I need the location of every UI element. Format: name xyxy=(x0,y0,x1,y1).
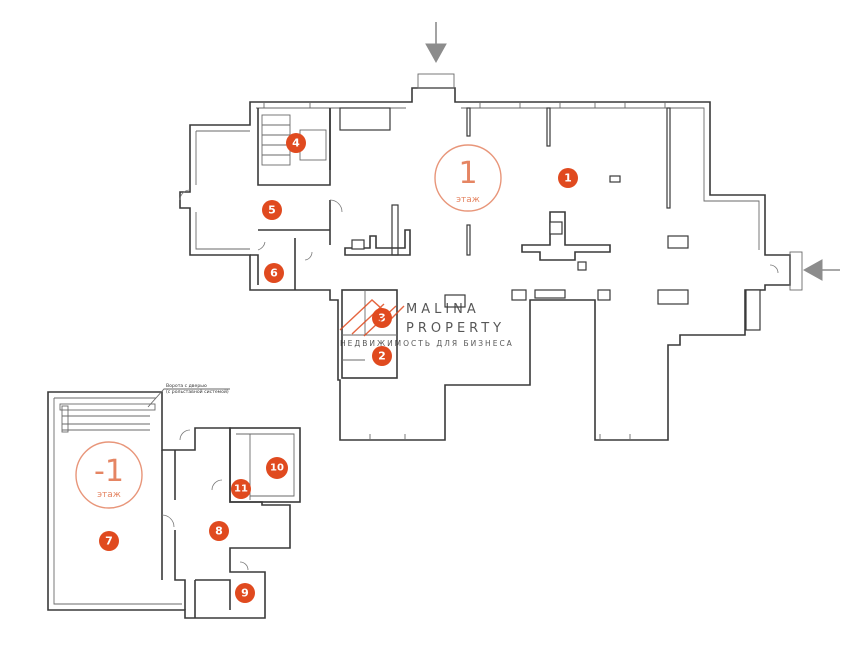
room-number: 1 xyxy=(564,172,572,185)
room-number: 11 xyxy=(234,484,248,495)
room-badge-5: 5 xyxy=(262,200,282,220)
watermark-name-line-2: PROPERTY xyxy=(406,321,505,336)
room-badge-2: 2 xyxy=(372,346,392,366)
watermark-tagline: НЕДВИЖИМОСТЬ ДЛЯ БИЗНЕСА xyxy=(340,339,514,348)
floor-label-minus1-number: -1 xyxy=(94,454,124,489)
room-number: 8 xyxy=(215,525,223,538)
room-badge-9: 9 xyxy=(235,583,255,603)
watermark-logo-mark xyxy=(339,299,405,337)
room-badge-11: 11 xyxy=(231,479,251,499)
watermark-name-line-1: MALINA xyxy=(406,302,480,317)
room-number: 10 xyxy=(270,463,284,474)
room-number: 7 xyxy=(105,535,113,548)
room-badge-10: 10 xyxy=(266,457,288,479)
floor-1-walls xyxy=(179,73,803,441)
room-badge-7: 7 xyxy=(99,531,119,551)
floor-label-minus1: -1 этаж xyxy=(75,441,143,509)
room-number: 6 xyxy=(270,267,278,280)
room-badge-4: 4 xyxy=(286,133,306,153)
entrance-arrow-east xyxy=(802,259,840,281)
gate-note: Ворота с дверью (с рольставной системой) xyxy=(147,383,230,408)
floor-label-1: 1 этаж xyxy=(434,144,502,212)
room-badge-8: 8 xyxy=(209,521,229,541)
room-number: 4 xyxy=(292,137,300,150)
room-badge-6: 6 xyxy=(264,263,284,283)
gate-note-line-2: (с рольставной системой) xyxy=(166,388,229,395)
room-number: 2 xyxy=(378,350,386,363)
floor-label-minus1-word: этаж xyxy=(97,490,121,500)
floor-label-1-word: этаж xyxy=(456,195,480,205)
room-number: 5 xyxy=(268,204,276,217)
watermark: MALINA PROPERTY НЕДВИЖИМОСТЬ ДЛЯ БИЗНЕСА xyxy=(339,299,514,348)
room-badge-1: 1 xyxy=(558,168,578,188)
gate-note-line-1: Ворота с дверью xyxy=(166,383,207,389)
floor-label-1-number: 1 xyxy=(458,156,477,191)
entrance-arrow-north xyxy=(425,22,447,64)
floor-minus1-walls xyxy=(47,391,301,619)
room-number: 3 xyxy=(378,312,386,325)
room-number: 9 xyxy=(241,587,249,600)
